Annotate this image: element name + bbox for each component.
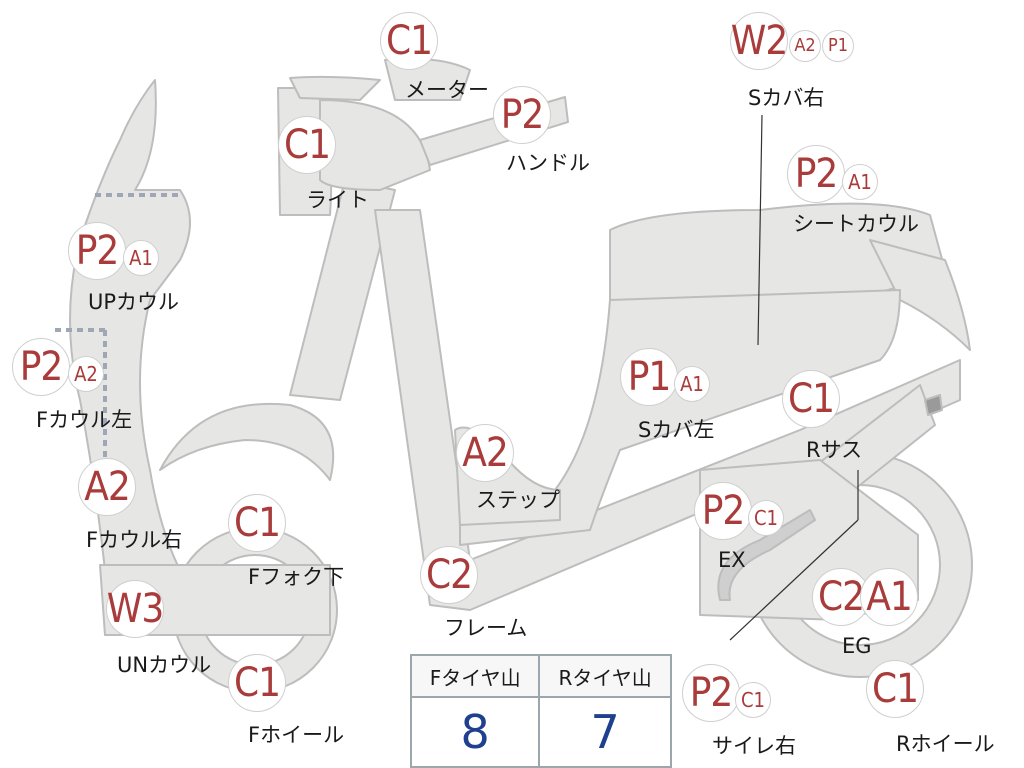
part-label-muffler-right: サイレ右	[712, 734, 796, 758]
part-label-f-cowl-right: Fカウル右	[86, 528, 183, 552]
code-badge: C1	[380, 12, 438, 70]
code-badge: C1	[735, 682, 771, 718]
front-cowl-shape	[69, 79, 191, 571]
part-label-un-cowl: UNカウル	[117, 653, 212, 677]
rear-tyre-value: 7	[538, 696, 672, 768]
code-badge: P2	[787, 145, 845, 203]
code-badge: C1	[748, 500, 784, 536]
part-label-r-wheel: Rホイール	[896, 732, 995, 756]
code-badge: P2	[12, 338, 70, 396]
code-badge: C1	[278, 116, 336, 174]
part-label-f-cowl-left: Fカウル左	[36, 408, 133, 432]
part-label-step: ステップ	[476, 488, 560, 512]
code-badge: P2	[682, 664, 740, 722]
part-label-seat-cowl: シートカウル	[793, 212, 919, 236]
handlebar-shape	[319, 99, 431, 191]
tyre-tread-table: Fタイヤ山 Rタイヤ山 8 7	[409, 654, 672, 768]
part-label-engine: EG	[842, 634, 872, 658]
code-badge: A1	[674, 366, 710, 402]
part-label-r-suspension: Rサス	[806, 438, 863, 462]
front-fender-shape	[159, 402, 335, 481]
front-tyre-value: 8	[409, 696, 541, 768]
code-badge: C2	[420, 546, 478, 604]
part-label-exhaust: EX	[718, 548, 746, 572]
code-badge: A2	[456, 424, 514, 482]
part-label-s-cover-left: Sカバ左	[638, 418, 715, 442]
code-badge: P2	[694, 482, 752, 540]
code-badge: P2	[493, 86, 551, 144]
code-badge: A2	[789, 30, 821, 62]
seat-cowl-shape	[869, 239, 971, 351]
code-badge: P1	[620, 348, 678, 406]
part-label-up-cowl: UPカウル	[88, 290, 180, 314]
code-badge: A2	[68, 356, 104, 392]
code-badge: C1	[228, 654, 286, 712]
code-badge: C1	[228, 494, 286, 552]
part-label-light: ライト	[306, 188, 369, 212]
code-badge: C1	[866, 660, 924, 718]
code-badge: C1	[782, 370, 840, 428]
code-badge: W2	[730, 12, 788, 70]
part-label-s-cover-right: Sカバ右	[748, 86, 825, 110]
part-label-handle: ハンドル	[506, 151, 590, 175]
front-tyre-header: Fタイヤ山	[409, 654, 541, 698]
code-badge: A1	[123, 240, 159, 276]
code-badge: A1	[860, 568, 918, 626]
code-badge: A1	[842, 164, 878, 200]
code-badge: P2	[68, 222, 126, 280]
rear-tyre-header: Rタイヤ山	[538, 654, 672, 698]
part-label-f-fork: Fフォク下	[248, 565, 345, 589]
part-label-f-wheel: Fホイール	[248, 723, 345, 747]
code-badge: A2	[78, 458, 136, 516]
part-label-frame: フレーム	[444, 616, 528, 640]
code-badge: W3	[106, 580, 164, 638]
code-badge: P1	[822, 30, 854, 62]
part-label-meter: メーター	[405, 78, 489, 102]
exhaust-shape	[717, 509, 816, 601]
